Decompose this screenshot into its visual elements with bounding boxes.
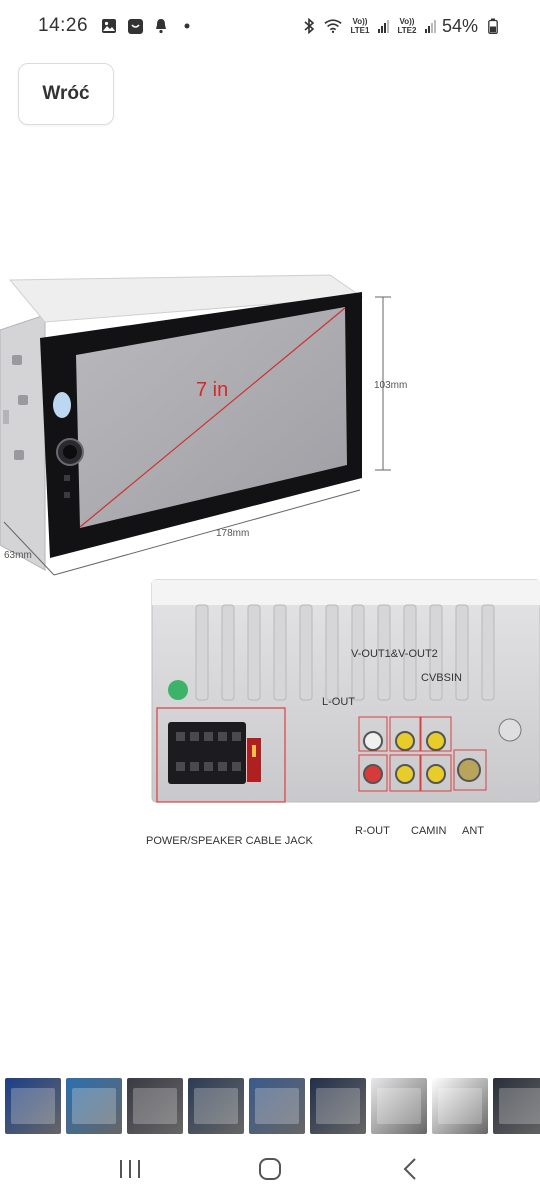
vout-label: V-OUT1&V-OUT2 — [351, 648, 438, 660]
lout-label: L-OUT — [322, 696, 355, 708]
ant-label: ANT — [462, 825, 484, 837]
recent-apps-icon — [118, 1159, 142, 1182]
wifi-icon — [324, 17, 342, 35]
thumbnail-5[interactable] — [249, 1078, 305, 1134]
signal-icon — [377, 19, 389, 33]
rout-label: R-OUT — [355, 825, 390, 837]
thumbnail-image — [377, 1088, 421, 1124]
thumbnail-image — [72, 1088, 116, 1124]
camin-label: CAMIN — [411, 825, 447, 837]
battery-percent: 54% — [441, 15, 478, 36]
thumbnail-2[interactable] — [66, 1078, 122, 1134]
recent-apps-button[interactable] — [100, 1150, 160, 1190]
thumbnail-image — [438, 1088, 482, 1124]
signal-icon-2 — [424, 19, 436, 33]
home-icon — [258, 1157, 282, 1184]
dim-width-label: 178mm — [216, 528, 249, 539]
dim-depth-label: 63mm — [4, 550, 32, 561]
cvbsin-label: CVBSIN — [421, 672, 462, 684]
thumbnail-image — [133, 1088, 177, 1124]
thumbnail-image — [499, 1088, 540, 1124]
thumbnail-7[interactable] — [371, 1078, 427, 1134]
thumbnail-image — [255, 1088, 299, 1124]
thumbnail-3[interactable] — [127, 1078, 183, 1134]
gallery-icon — [100, 17, 118, 35]
notification-icon — [152, 17, 170, 35]
thumbnail-image — [316, 1088, 360, 1124]
product-image[interactable]: 7 in 103mm 178mm 63mm — [0, 260, 540, 860]
thumbnail-6[interactable] — [310, 1078, 366, 1134]
thumbnail-4[interactable] — [188, 1078, 244, 1134]
home-button[interactable] — [240, 1150, 300, 1190]
thumbnail-image — [11, 1088, 55, 1124]
dim-height-label: 103mm — [374, 380, 407, 391]
nav-back-button[interactable] — [380, 1150, 440, 1190]
status-bar: 14:26 Vo)) LTE1 Vo)) LTE2 54% — [0, 0, 540, 52]
back-button[interactable]: Wróć — [18, 63, 114, 125]
lte1-label: Vo)) LTE1 — [350, 17, 370, 35]
thumbnail-1[interactable] — [5, 1078, 61, 1134]
lte2-label: Vo)) LTE2 — [397, 17, 417, 35]
screen-size-label: 7 in — [196, 379, 228, 401]
battery-icon — [484, 17, 502, 35]
thumbnail-9[interactable] — [493, 1078, 540, 1134]
shop-icon — [126, 17, 144, 35]
thumbnail-strip — [0, 1072, 540, 1140]
status-time: 14:26 — [38, 15, 89, 36]
power-jack-label: POWER/SPEAKER CABLE JACK — [146, 835, 314, 847]
dot-icon — [178, 17, 196, 35]
thumbnail-8[interactable] — [432, 1078, 488, 1134]
system-nav-bar — [0, 1140, 540, 1200]
back-icon — [402, 1157, 418, 1184]
bluetooth-icon — [300, 17, 318, 35]
thumbnail-image — [194, 1088, 238, 1124]
